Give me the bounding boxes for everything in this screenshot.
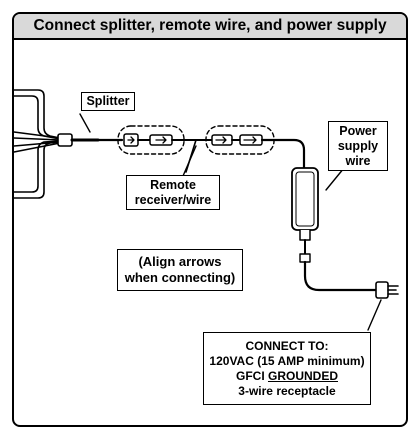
header-bar: Connect splitter, remote wire, and power… — [14, 14, 406, 40]
power-label-line2: supply — [337, 139, 379, 153]
splitter-leader — [79, 113, 91, 133]
power-supply-label: Power supply wire — [328, 121, 388, 171]
splitter-label-text: Splitter — [86, 94, 130, 108]
remote-label-line2: receiver/wire — [134, 193, 212, 207]
power-label-line1: Power — [339, 124, 377, 138]
power-plug — [375, 281, 399, 299]
remote-leader — [182, 145, 197, 177]
power-leader — [325, 167, 345, 191]
light-string-wires — [13, 89, 61, 199]
align-note-line1: (Align arrows — [138, 254, 222, 269]
connect-heading: CONNECT TO: — [245, 339, 329, 353]
power-supply-brick — [291, 167, 319, 263]
remote-label-line1: Remote — [150, 178, 196, 192]
remote-connector-group-1 — [117, 125, 197, 155]
connect-line2-emphasis: GROUNDED — [267, 369, 338, 383]
splitter-label: Splitter — [81, 92, 135, 111]
connect-to-box: CONNECT TO: 120VAC (15 AMP minimum) GFCI… — [203, 332, 371, 405]
connect-line2: GFCI GROUNDED — [204, 369, 370, 384]
connect-line3: 3-wire receptacle — [238, 384, 336, 398]
splitter-connector — [57, 133, 100, 147]
align-arrows-note: (Align arrows when connecting) — [117, 249, 243, 291]
power-cord — [303, 260, 384, 292]
align-note-line2: when connecting) — [124, 270, 236, 285]
connect-line1: 120VAC (15 AMP minimum) — [209, 354, 365, 368]
connect-line2-prefix: GFCI — [235, 369, 268, 383]
panel-title: Connect splitter, remote wire, and power… — [33, 17, 387, 34]
connect-leader — [367, 299, 382, 331]
remote-receiver-label: Remote receiver/wire — [126, 175, 220, 210]
power-label-line3: wire — [345, 154, 371, 168]
supply-cable — [260, 138, 306, 172]
